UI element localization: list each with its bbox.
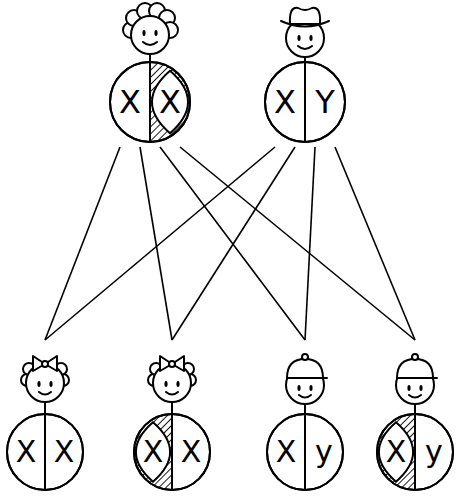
body-outline bbox=[129, 340, 215, 492]
inheritance-line bbox=[335, 147, 415, 340]
body-outline bbox=[262, 340, 348, 492]
son-head bbox=[286, 354, 327, 414]
mother-head bbox=[123, 3, 178, 62]
inheritance-line bbox=[172, 147, 295, 340]
chromosome-letter: X bbox=[16, 437, 37, 467]
inheritance-line bbox=[45, 147, 275, 340]
inheritance-line bbox=[45, 147, 120, 340]
chromosome-figure: XX bbox=[2, 340, 88, 492]
body-circle-outline bbox=[377, 414, 453, 490]
inheritance-line bbox=[160, 147, 305, 340]
chromosome-letter: X bbox=[54, 437, 75, 467]
chromosome-letter: X bbox=[386, 437, 407, 467]
divider-line bbox=[171, 414, 173, 490]
body-circle bbox=[110, 62, 190, 142]
inheritance-line bbox=[180, 147, 415, 340]
daughter-head bbox=[21, 356, 69, 414]
chromosome-letter: X bbox=[276, 437, 297, 467]
shaded-half bbox=[134, 414, 172, 490]
chromosome-figure: Xy bbox=[372, 340, 458, 492]
divider-line bbox=[414, 414, 416, 490]
chromosome-letter: X bbox=[119, 86, 141, 118]
body-circle-outline bbox=[267, 414, 343, 490]
shaded-half bbox=[377, 414, 415, 490]
chromosome-figure: XY bbox=[260, 2, 350, 147]
chromosome-letter: y bbox=[425, 437, 443, 467]
body-circle-outline bbox=[110, 62, 190, 142]
daughter-head bbox=[148, 356, 196, 414]
chromosome-figure: XX bbox=[129, 340, 215, 492]
divider-line bbox=[149, 62, 151, 142]
divider-line bbox=[304, 414, 306, 490]
body-outline bbox=[260, 2, 350, 147]
body-outline bbox=[372, 340, 458, 492]
body-circle bbox=[377, 414, 453, 490]
inheritance-line bbox=[140, 147, 172, 340]
divider-line bbox=[304, 62, 306, 142]
chromosome-letter: y bbox=[315, 437, 333, 467]
father-head bbox=[281, 8, 329, 62]
shaded-half bbox=[150, 62, 190, 142]
body-outline bbox=[105, 2, 195, 147]
body-outline bbox=[2, 340, 88, 492]
chromosome-letter: X bbox=[159, 86, 181, 118]
body-circle-outline bbox=[134, 414, 210, 490]
inheritance-line bbox=[305, 147, 315, 340]
body-circle bbox=[134, 414, 210, 490]
body-circle bbox=[265, 62, 345, 142]
divider-line bbox=[44, 414, 46, 490]
chromosome-letter: Y bbox=[315, 86, 335, 118]
chromosome-figure: XX bbox=[105, 2, 195, 147]
chromosome-figure: Xy bbox=[262, 340, 348, 492]
chromosome-letter: X bbox=[274, 86, 296, 118]
chromosome-letter: X bbox=[181, 437, 202, 467]
body-circle-outline bbox=[7, 414, 83, 490]
body-circle bbox=[267, 414, 343, 490]
chromosome-letter: X bbox=[143, 437, 164, 467]
son-head bbox=[396, 354, 437, 414]
body-circle-outline bbox=[265, 62, 345, 142]
body-circle bbox=[7, 414, 83, 490]
